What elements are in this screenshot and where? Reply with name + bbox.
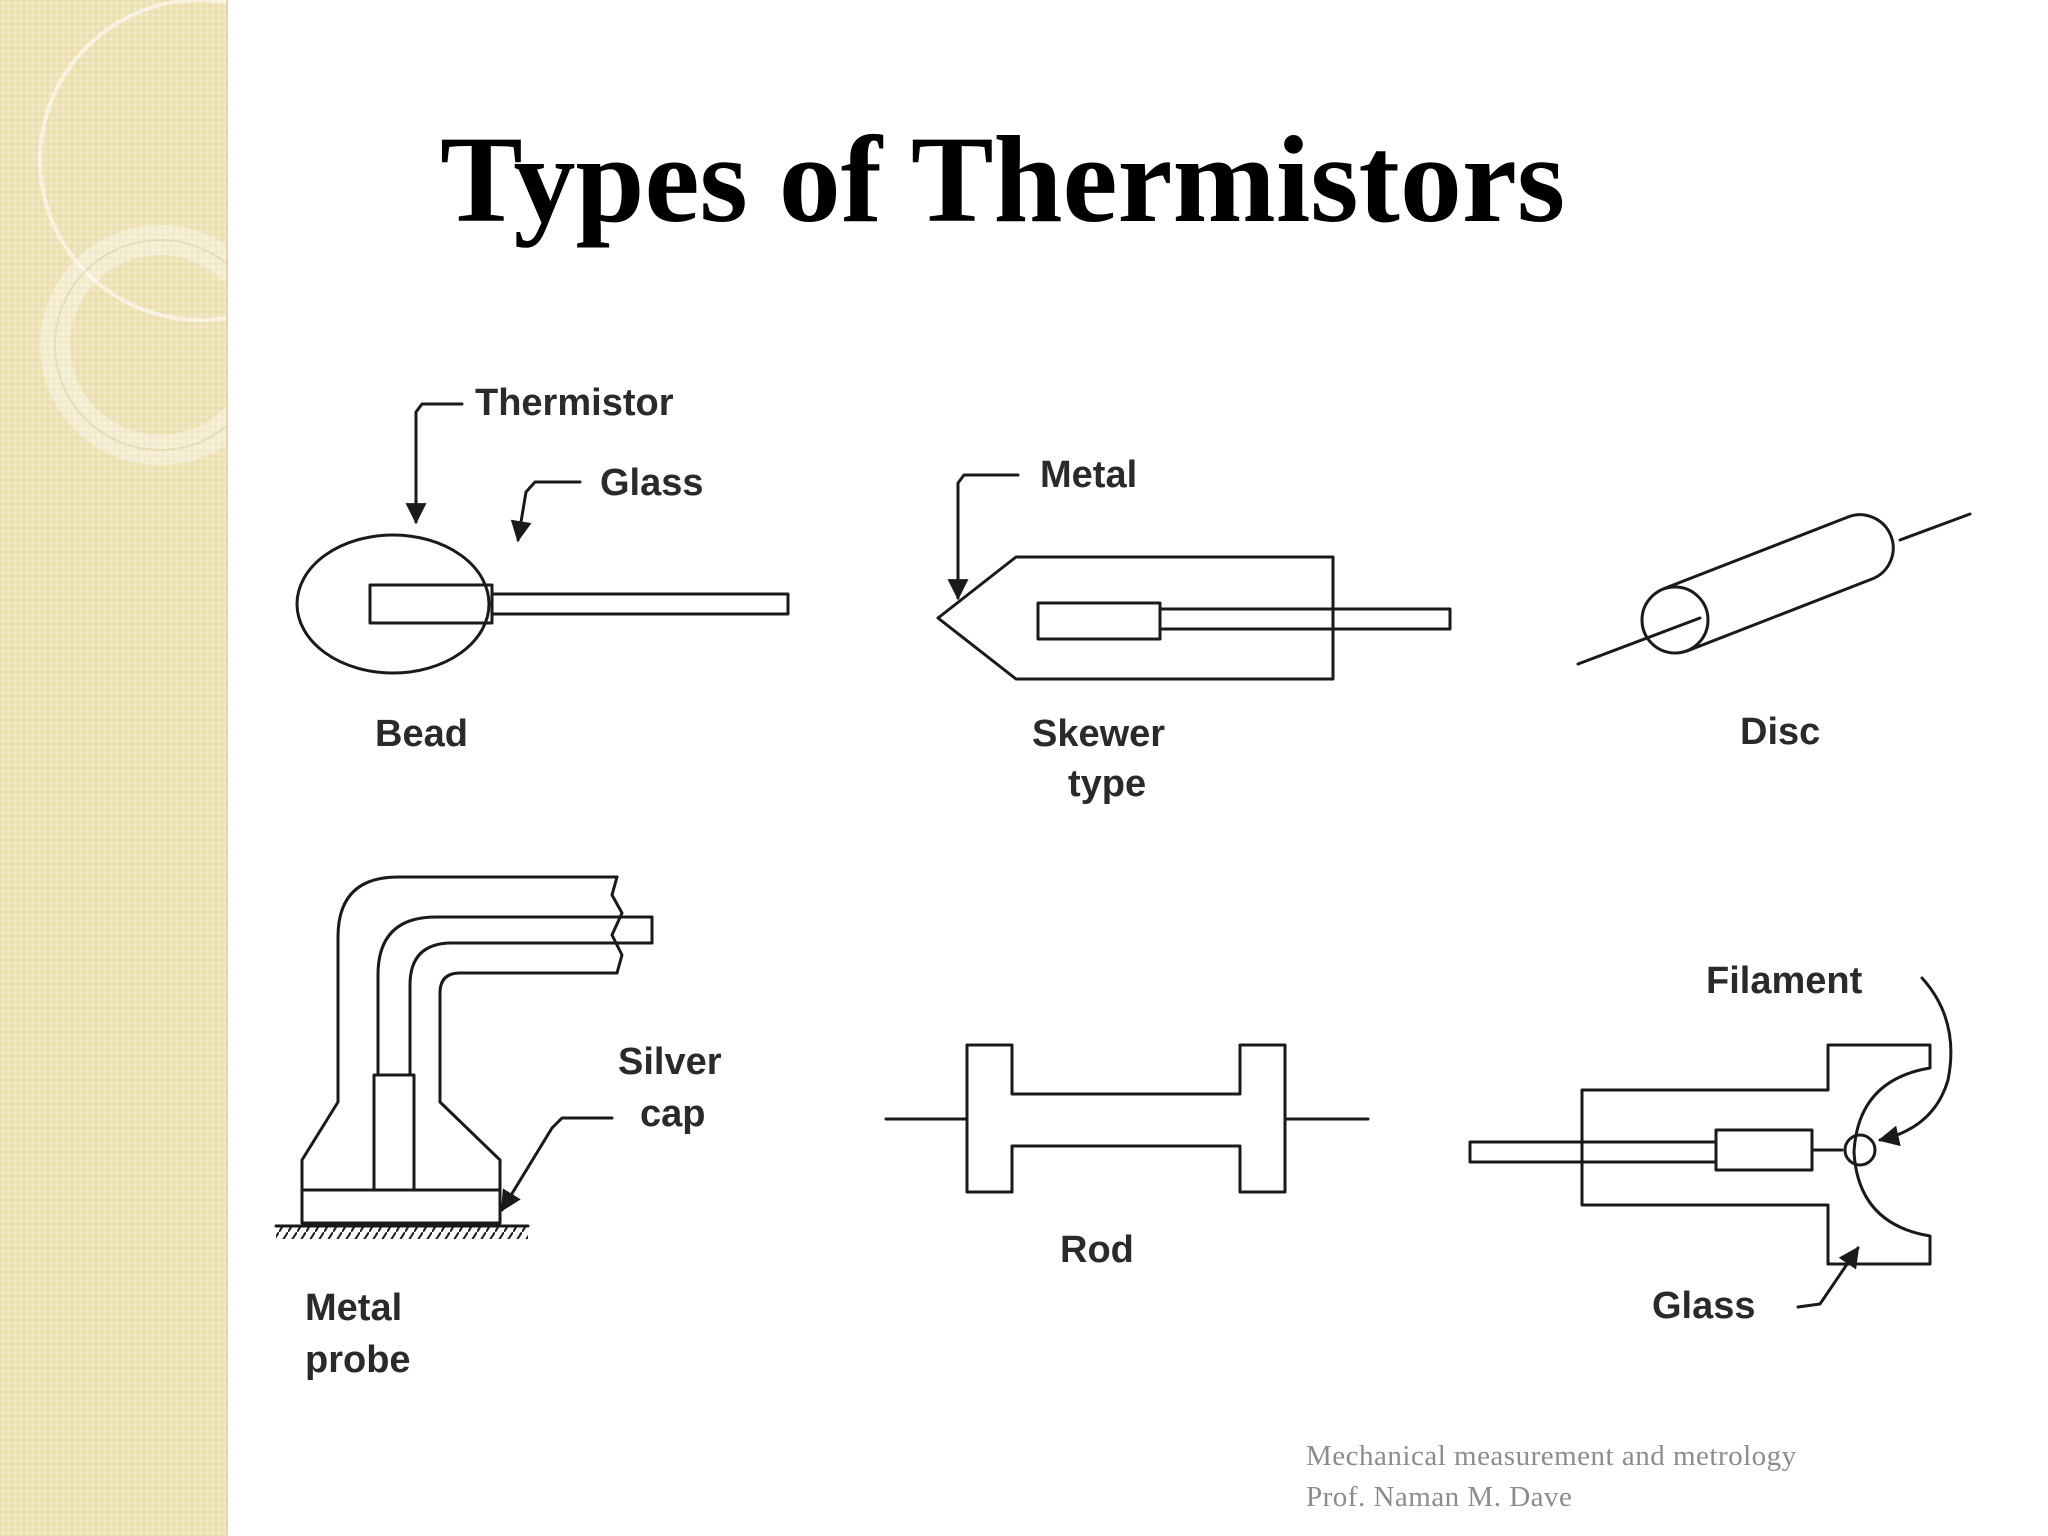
skewer-thermistor: Metal Skewer type [936, 454, 1452, 805]
bead-thermistor-label: Thermistor [475, 382, 674, 424]
bead-thermistor: Thermistor Glass Bead [295, 382, 790, 755]
glass-filament-thermistor: Filament Glass [1468, 960, 1953, 1327]
probe-lead-inner [408, 941, 654, 1077]
skewer-metal-body [936, 555, 1335, 681]
probe-silver-cap [300, 1188, 502, 1225]
rod-thermistor: Rod [884, 1043, 1370, 1271]
decorative-side-panel [0, 0, 228, 1536]
disc-end-face [1640, 585, 1710, 655]
skewer-element [1036, 601, 1162, 641]
filament-glass-body [1580, 1043, 1932, 1266]
rod-body [965, 1043, 1287, 1194]
decorative-rings [38, 0, 226, 465]
filament-label: Filament [1706, 960, 1863, 1002]
probe-silver-label-line2: cap [640, 1093, 705, 1135]
bead-glass-body [295, 533, 491, 675]
footer-author-line: Prof. Naman M. Dave [1306, 1481, 1573, 1513]
skewer-lead-wire [1158, 607, 1452, 631]
filament-glass-label: Glass [1652, 1285, 1756, 1327]
skewer-name-label-line1: Skewer [1032, 713, 1165, 755]
probe-lead-outer [376, 915, 654, 1077]
bead-name-label: Bead [375, 713, 468, 755]
probe-break-line [610, 875, 624, 975]
filament-arrow [1877, 976, 1953, 1147]
bead-glass-label: Glass [600, 462, 704, 504]
probe-element [372, 1073, 416, 1192]
probe-sheath-inner [438, 971, 619, 1192]
probe-silver-cap-arrow [500, 1116, 614, 1212]
disc-thermistor: Disc [1576, 512, 1972, 753]
bead-glass-arrow [510, 480, 582, 543]
filament-bead [1843, 1133, 1877, 1167]
probe-name-label-line2: probe [305, 1339, 411, 1381]
skewer-name-label-line2: type [1068, 763, 1146, 805]
disc-name-label: Disc [1740, 711, 1820, 753]
bead-lead-wire [490, 592, 790, 616]
disc-lead-left [1576, 616, 1702, 666]
disc-body-outline [1661, 513, 1895, 653]
probe-name-label-line1: Metal [305, 1287, 402, 1329]
filament-element [1714, 1128, 1814, 1172]
footer-course-line: Mechanical measurement and metrology [1306, 1440, 1797, 1472]
bead-thermistor-arrow [405, 402, 464, 525]
rod-name-label: Rod [1060, 1229, 1134, 1271]
skewer-metal-arrow [947, 473, 1020, 601]
filament-glass-arrow [1796, 1246, 1860, 1309]
disc-lead-right [1898, 512, 1972, 542]
probe-ground-hatch [276, 1227, 528, 1239]
slide-footer: Mechanical measurement and metrology Pro… [1306, 1436, 1797, 1518]
bead-element [368, 583, 494, 625]
skewer-metal-label: Metal [1040, 454, 1137, 496]
probe-silver-label-line1: Silver [618, 1041, 722, 1083]
probe-sheath-outer [300, 875, 619, 1192]
filament-lead-wire [1468, 1140, 1718, 1164]
slide-title: Types of Thermistors [440, 111, 1566, 248]
metal-probe-thermistor: Silver cap Metal probe [274, 875, 722, 1381]
